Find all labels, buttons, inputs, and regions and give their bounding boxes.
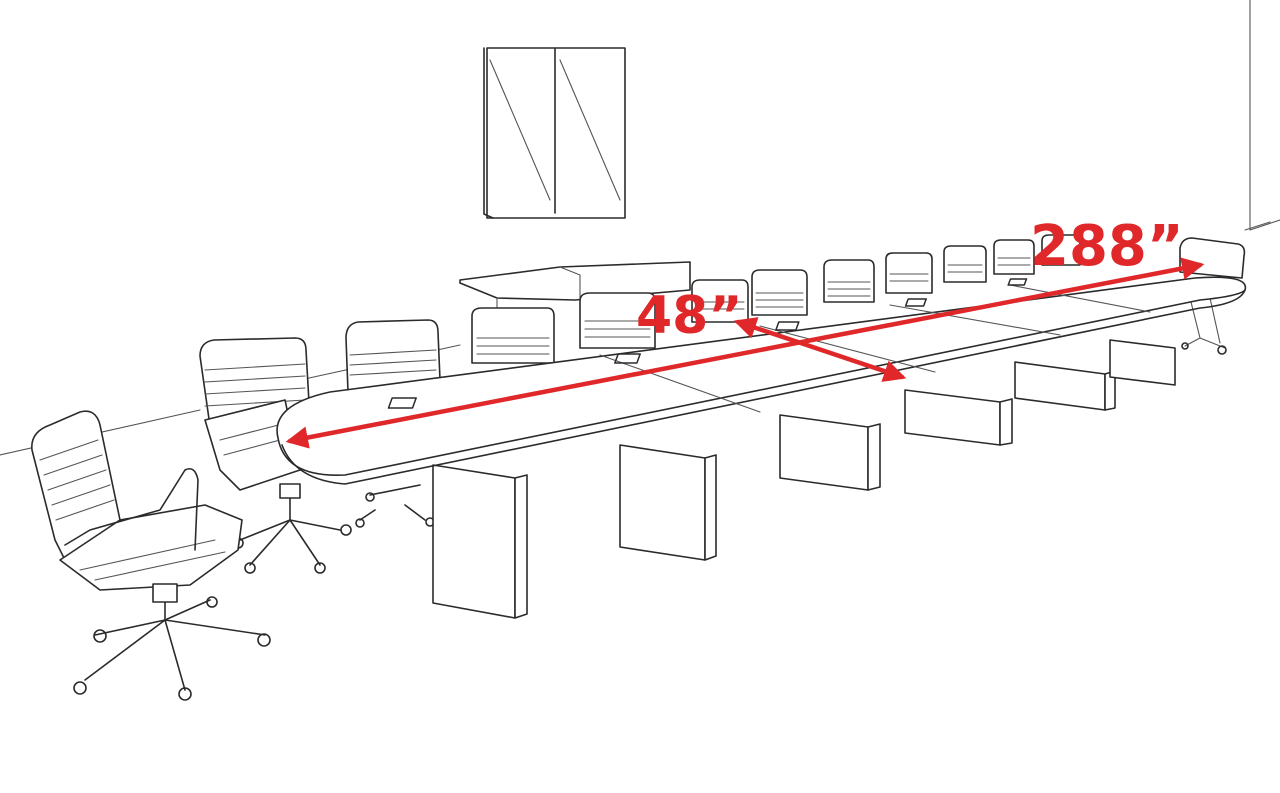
- chair-back: [885, 252, 933, 294]
- dimension-arrows: [285, 257, 1205, 449]
- chair-back: [943, 245, 987, 283]
- width-label: 48”: [636, 286, 743, 346]
- wall-artwork: [483, 47, 626, 219]
- chair-back: [823, 259, 875, 303]
- width-arrow: [733, 317, 907, 382]
- chair-back: [751, 269, 808, 316]
- chair-front: [31, 410, 271, 701]
- chair-back: [993, 239, 1035, 275]
- chair-back: [471, 307, 555, 364]
- length-label: 288”: [1030, 214, 1184, 279]
